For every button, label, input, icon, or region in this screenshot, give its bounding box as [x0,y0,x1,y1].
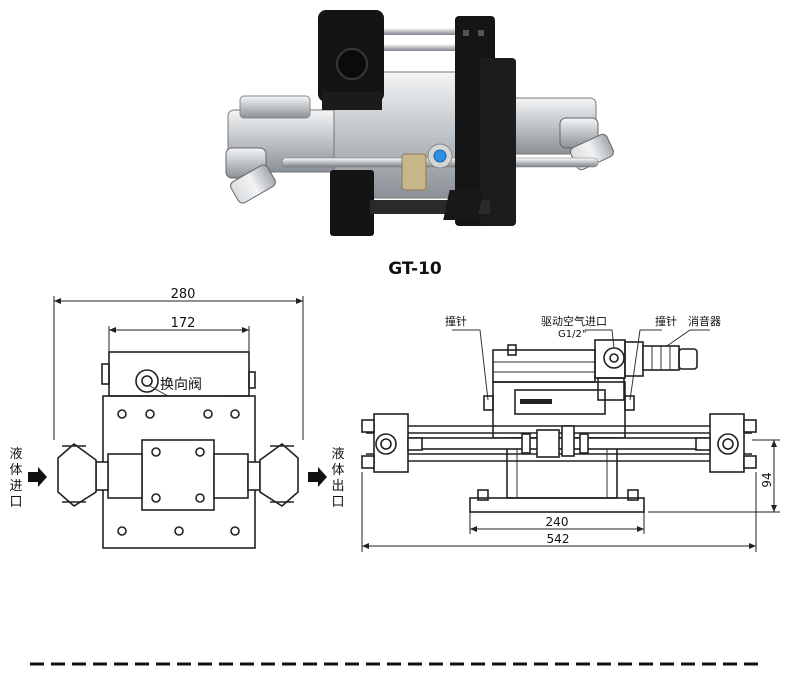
front-dim-inner: 172 [171,316,196,331]
inlet-char-4: 口 [9,495,22,510]
side-dim-height: 94 [760,472,774,487]
side-right-end [709,413,745,473]
label-thread: G1/2" [558,329,586,340]
front-valve-label: 换向阀 [160,376,202,393]
left-barrel-top [239,95,311,119]
side-view-drawing: 撞针 驱动空气进口 G1/2" 撞针 消音器 [361,314,780,552]
left-end-block [318,10,384,110]
air-inlet-port-bore [433,149,447,163]
outlet-char-4: 口 [331,495,344,510]
front-left-fitting [107,453,143,499]
side-center-rod [409,437,711,450]
tee-fitting [401,153,427,191]
model-title: GT-10 [388,259,442,279]
tie-rod-top [330,28,490,35]
outlet-char-1: 液 [331,447,344,462]
front-inlet-elbow [57,442,97,507]
label-pin-right: 撞针 [655,314,677,328]
side-dim-overall: 542 [547,532,570,546]
label-muffler: 消音器 [688,314,721,328]
inlet-char-3: 进 [9,479,22,494]
side-air-port [603,347,625,369]
front-outlet-elbow [259,442,299,507]
label-pin-left: 撞针 [445,314,467,328]
front-view-drawing: 280 172 换向阀 [9,287,345,549]
right-end-frame [455,16,516,226]
front-right-fitting [213,453,249,499]
right-foot [443,190,484,220]
inlet-arrow-icon [28,467,47,487]
side-base-plate [469,497,645,513]
inlet-char-1: 液 [9,447,22,462]
tie-rod-top-2 [330,44,490,51]
front-dim-overall: 280 [171,287,196,302]
left-elbow-fitting [225,147,276,204]
outlet-char-2: 体 [331,463,344,478]
inlet-char-2: 体 [9,463,22,478]
label-air-inlet: 驱动空气进口 [541,314,607,328]
side-dim-base: 240 [546,515,569,529]
left-leg [330,170,374,236]
product-photo [225,10,615,236]
outlet-char-3: 出 [331,479,344,494]
outlet-arrow-icon [308,467,327,487]
